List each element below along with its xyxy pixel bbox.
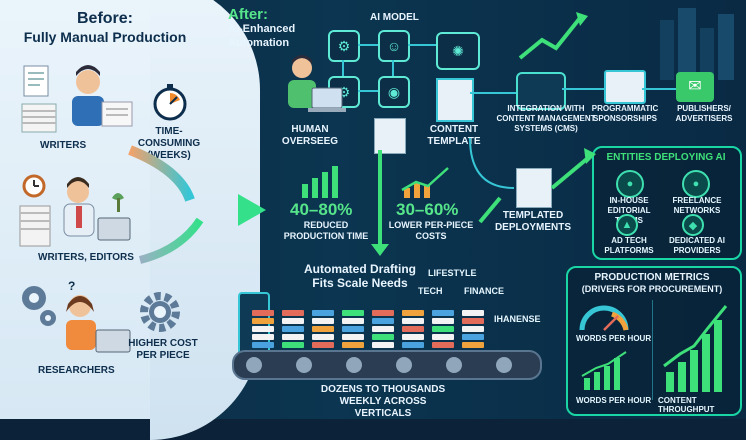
document-stack [402,310,424,354]
content-template-icon [436,78,474,122]
writers-editors-label: WRITERS, EDITORS [38,252,134,263]
in-house-team-icon: ● [616,170,644,198]
ai-head-node-icon: ◉ [378,76,410,108]
dozens-caption: DOZENS TO THOUSANDS WEEKLY ACROSS VERTIC… [318,384,448,420]
document-stack [372,310,394,354]
writers-label: WRITERS [40,140,87,151]
entity-ai-providers: DEDICATED AI PROVIDERS [669,236,725,255]
before-title-line2: Fully Manual Production [23,29,187,45]
lower-cost-label: LOWER PER-PIECE COSTS [388,220,474,241]
writers-illustration [18,58,138,136]
words-per-hour-label-2: WORDS PER HOUR [576,396,652,405]
human-oversight-label: HUMAN OVERSEEG [281,124,339,147]
tag-ihanense: IHANENSE [494,314,541,324]
conveyor-belt [232,350,542,380]
programmatic-chart-icon [604,70,646,104]
document-stacks [252,310,484,354]
skyline-chart-icon [518,8,734,80]
freelance-network-icon: ● [682,170,710,198]
cms-integration-label: INTEGRATION WITH CONTENT MANAGEMENT SYST… [496,104,596,133]
entity-ad-tech: AD TECH PLATFORMS [604,236,654,255]
gear-cost-icon [138,290,182,334]
reduced-percent: 40–80% [290,200,353,219]
connector [392,60,394,76]
time-consuming-label: TIME-CONSUMING (WEEKS) [137,126,201,161]
down-arrow-head [371,244,389,256]
draft-document-icon [374,118,406,154]
writers-editors-illustration [18,172,134,248]
svg-text:?: ? [68,279,75,293]
cms-browser-icon [516,72,566,110]
connector [358,90,378,92]
document-stack [462,310,484,354]
before-title-line1: Before: [76,10,133,27]
connector [562,88,604,90]
reduced-time-chart-icon [302,166,338,198]
drafting-caption: Automated Drafting Fits Scale Needs [300,262,420,290]
before-title: Before: Fully Manual Production [10,10,200,46]
throughput-chart-icon [663,305,728,392]
flow-arrows [469,137,596,224]
brain-node-icon: ✺ [436,32,480,70]
robot-node-icon: ☺ [378,30,410,62]
programmatic-label: PROGRAMMATIC SPONSORSHIPS [591,104,659,123]
tag-lifestyle: LIFESTYLE [428,268,477,278]
speed-gauge-icon [579,305,629,331]
ad-tech-icon: ▲ [616,214,638,236]
content-throughput-label: CONTENT THROUGHPUT [658,396,715,414]
document-stack [342,310,364,354]
gear-node-icon: ⚙ [328,30,360,62]
human-overseer-icon [288,55,346,112]
higher-cost-label: HIGHER COST PER PIECE [128,338,198,361]
document-stack [252,310,274,354]
lower-cost-chart-icon [401,167,449,198]
researchers-figure-icon: ? [22,279,131,353]
metrics-title: PRODUCTION METRICS [594,272,710,283]
metrics-divider [652,300,653,400]
entities-title: ENTITIES DEPLOYING AI [606,152,726,163]
after-title-line1: After: [228,6,268,23]
document-stack [282,310,304,354]
entities-panel [592,146,742,260]
connector [408,44,436,46]
publishers-label: PUBLISHERS/ ADVERTISERS [675,104,733,123]
templated-doc-icon [516,168,552,208]
researchers-illustration: ? [18,278,138,358]
reduced-time-label: REDUCED PRODUCTION TIME [283,220,369,241]
after-title-line2: AI-Enhanced [228,23,296,35]
words-per-hour-label: WORDS PER HOUR [576,334,652,343]
megaphone-icon: ✉ [676,72,714,102]
writers-figure-icon [21,65,133,133]
document-stack [432,310,454,354]
dozens-line1: DOZENS TO THOUSANDS [320,384,446,395]
words-bar-chart-icon [581,351,627,390]
drafting-line2: Fits Scale Needs [312,276,408,290]
ai-model-label: AI MODEL [370,12,419,23]
human-overseer-illustration [278,52,348,118]
after-title-line3: Automation [228,37,290,49]
dozens-line2: WEEKLY ACROSS VERTICALS [339,396,427,419]
stopwatch-icon [150,82,190,122]
lower-percent: 30–60% [396,200,459,219]
connector [342,60,344,76]
down-arrow-shaft [378,150,382,246]
tag-tech: TECH [418,286,443,296]
metrics-panel [566,266,742,416]
connector [642,88,676,90]
transition-arrows [128,145,266,264]
after-title: After: AI-Enhanced Automation [228,6,296,50]
connector [470,92,516,94]
connector [358,44,378,46]
document-stack [312,310,334,354]
tag-finance: FINANCE [464,286,504,296]
templated-label: TEMPLATED DEPLOYMENTS [494,210,572,233]
writers-editors-figure-icon [19,174,131,247]
entity-freelance: FREELANCE NETWORKS [672,196,722,215]
content-template-label: CONTENT TEMPLATE [427,124,481,147]
researchers-label: RESEARCHERS [38,365,115,376]
metrics-subtitle: (DRIVERS FOR PROCUREMENT) [581,284,723,294]
drafting-line1: Automated Drafting [304,262,416,276]
ai-provider-icon: ◆ [682,214,704,236]
